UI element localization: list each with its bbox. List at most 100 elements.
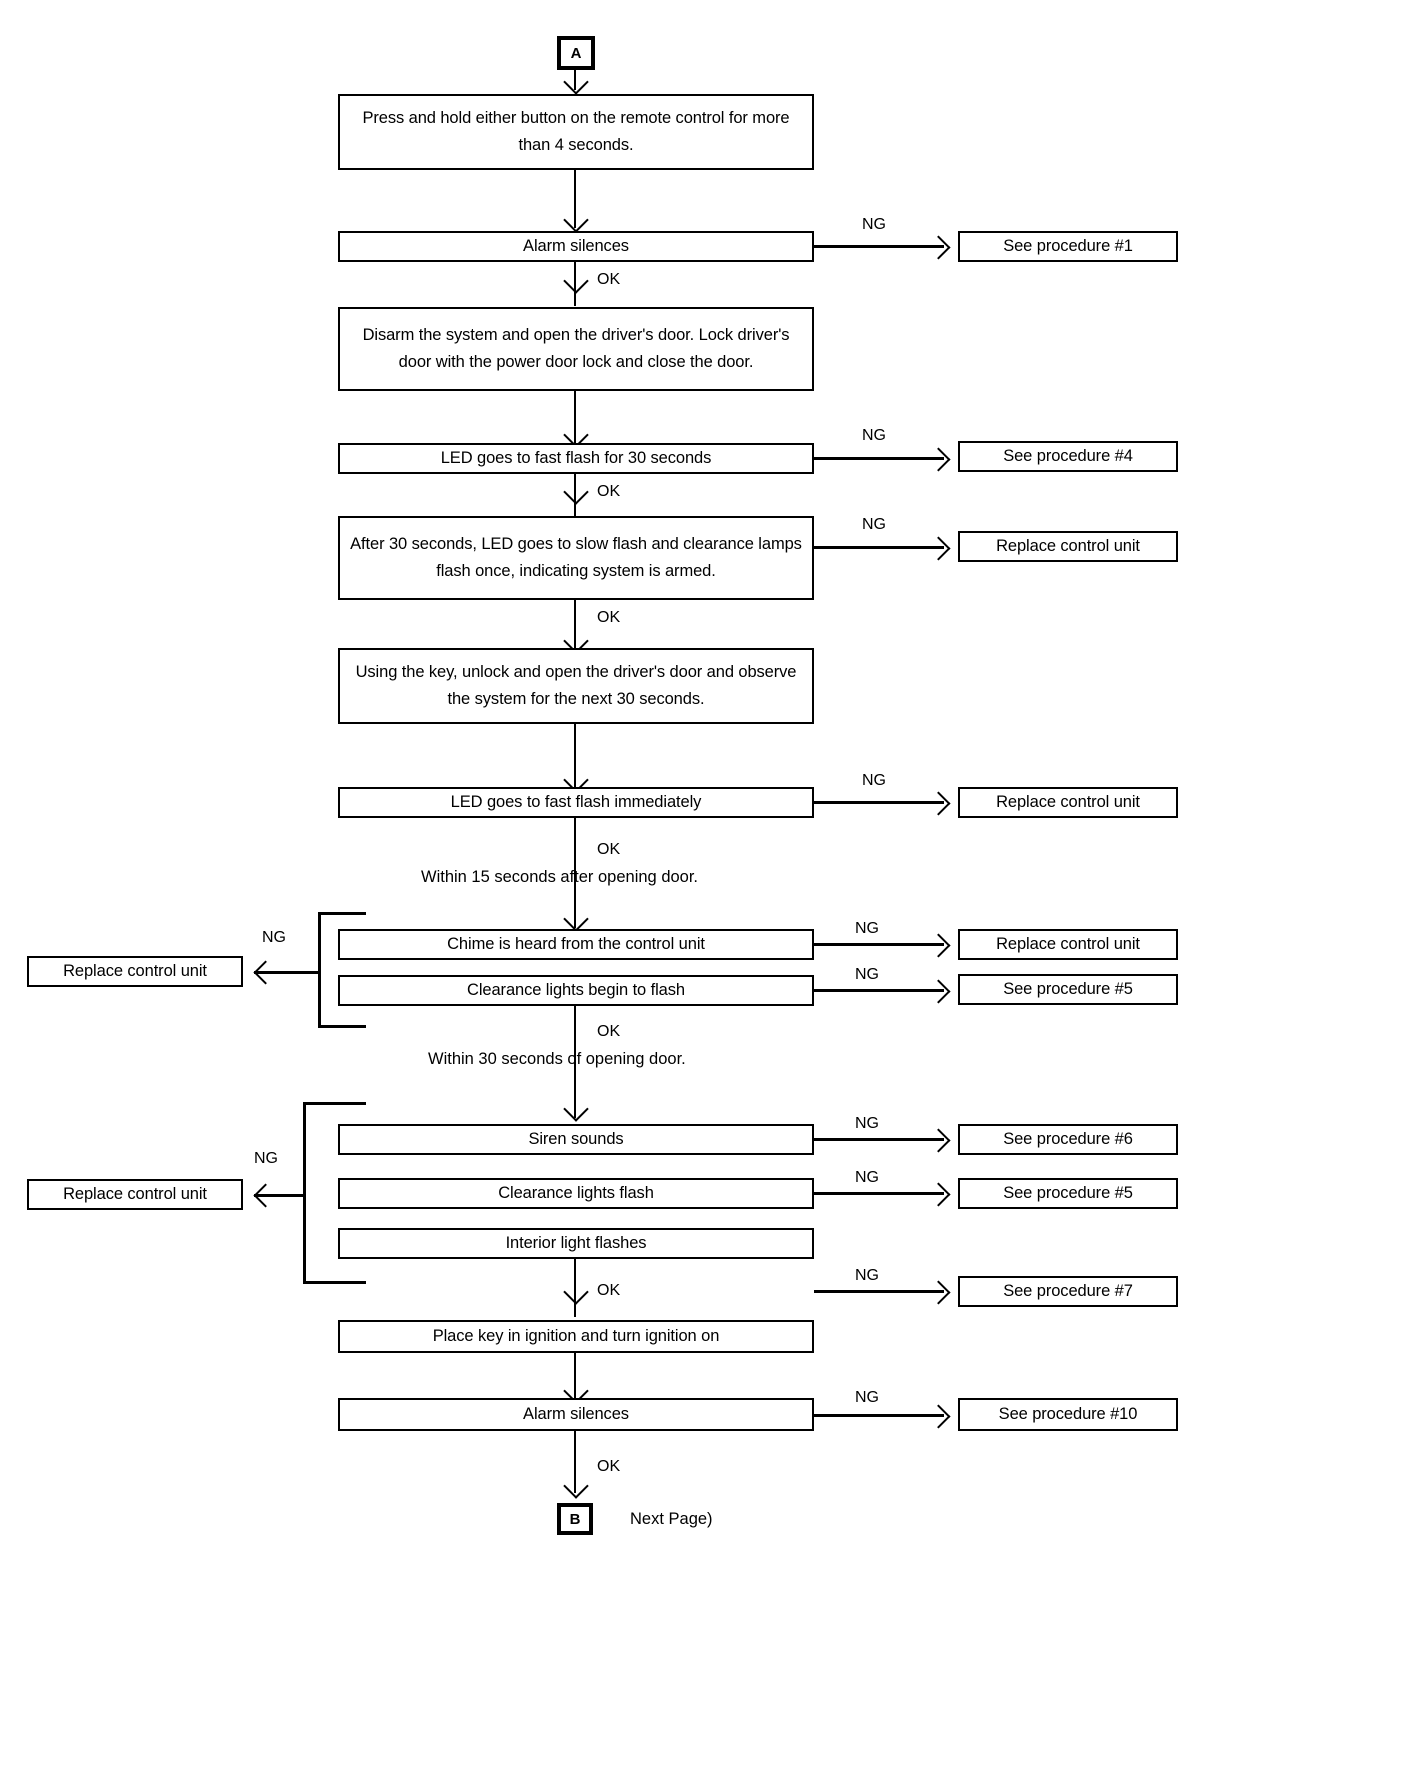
test-alarm-silences-2-label: Alarm silences (523, 1404, 629, 1423)
outcome-replace-control-unit-left-2-label: Replace control unit (63, 1184, 207, 1203)
outcome-replace-control-unit-2-label: Replace control unit (996, 792, 1140, 811)
edge-label-ng: NG (855, 966, 879, 983)
outcome-replace-control-unit-chime-label: Replace control unit (996, 934, 1140, 953)
edge-ledimmediate-ok (574, 818, 576, 928)
test-led-fast-flash-immediately-label: LED goes to fast flash immediately (450, 792, 702, 811)
arrowhead-right (926, 1404, 951, 1429)
arrowhead-down (563, 1279, 589, 1305)
edge-siren-ng (814, 1138, 944, 1141)
edge-label-ng: NG (855, 1389, 879, 1406)
arrowhead-right (926, 447, 951, 472)
outcome-procedure-6-label: See procedure #6 (1003, 1129, 1133, 1148)
edge-chime-ng (814, 943, 944, 946)
connector-a-label: A (570, 44, 582, 62)
edge-clearanceflash-ng (814, 1192, 944, 1195)
edge-label-ok: OK (597, 841, 621, 858)
edge-label-ng: NG (855, 1115, 879, 1132)
step-using-key-label: Using the key, unlock and open the drive… (355, 663, 797, 708)
test-led-fast-flash-immediately: LED goes to fast flash immediately (338, 787, 814, 818)
edge-after30-ng (814, 546, 944, 549)
outcome-procedure-1: See procedure #1 (958, 231, 1178, 262)
test-siren-sounds-label: Siren sounds (528, 1129, 624, 1148)
arrowhead-left (253, 960, 278, 985)
arrowhead-left (253, 1183, 278, 1208)
edge-step1-to-alarm1 (574, 170, 576, 228)
outcome-procedure-7-label: See procedure #7 (1003, 1281, 1133, 1300)
outcome-procedure-5-a: See procedure #5 (958, 974, 1178, 1005)
arrowhead-down (563, 1096, 589, 1122)
outcome-replace-control-unit-chime: Replace control unit (958, 929, 1178, 960)
arrowhead-down (563, 479, 589, 505)
edge-alarm2-ng (814, 1414, 944, 1417)
connector-b: B (557, 1503, 593, 1535)
outcome-procedure-4-label: See procedure #4 (1003, 446, 1133, 465)
edge-usingkey-to-ledimmediate (574, 724, 576, 788)
arrowhead-down (563, 1473, 589, 1499)
note-within-15-seconds: Within 15 seconds after opening door. (421, 868, 699, 886)
step-press-hold-label: Press and hold either button on the remo… (362, 109, 790, 154)
edge-label-ok: OK (597, 1282, 621, 1299)
step-disarm-system: Disarm the system and open the driver's … (338, 307, 814, 391)
group-bracket-siren-clearance-interior (303, 1102, 366, 1284)
outcome-procedure-4: See procedure #4 (958, 441, 1178, 472)
test-chime-heard-label: Chime is heard from the control unit (447, 934, 705, 953)
outcome-procedure-5-b-label: See procedure #5 (1003, 1183, 1133, 1202)
edge-alarm1-ok (574, 262, 576, 306)
test-interior-light-flashes: Interior light flashes (338, 1228, 814, 1259)
edge-label-ok: OK (597, 1023, 621, 1040)
outcome-procedure-5-a-label: See procedure #5 (1003, 979, 1133, 998)
edge-label-ng: NG (262, 929, 286, 946)
test-interior-light-flashes-label: Interior light flashes (505, 1233, 647, 1252)
arrowhead-down (563, 207, 589, 233)
test-after-30-seconds: After 30 seconds, LED goes to slow flash… (338, 516, 814, 600)
edge-group2-ng (254, 1194, 305, 1197)
step-place-key-ignition: Place key in ignition and turn ignition … (338, 1320, 814, 1353)
edge-interior-ng (814, 1290, 944, 1293)
outcome-replace-control-unit-left-1: Replace control unit (27, 956, 243, 987)
test-clearance-lights-flash-label: Clearance lights flash (498, 1183, 654, 1202)
edge-label-ng: NG (862, 427, 886, 444)
edge-alarm1-ng (814, 245, 944, 248)
outcome-replace-control-unit-left-2: Replace control unit (27, 1179, 243, 1210)
test-chime-heard: Chime is heard from the control unit (338, 929, 814, 960)
outcome-procedure-6: See procedure #6 (958, 1124, 1178, 1155)
arrowhead-right (926, 536, 951, 561)
test-led-fast-flash-30-label: LED goes to fast flash for 30 seconds (440, 448, 712, 467)
arrowhead-right (926, 791, 951, 816)
arrowhead-right (926, 1182, 951, 1207)
note-within-30-seconds: Within 30 seconds of opening door. (428, 1050, 686, 1068)
next-page-note: Next Page) (630, 1510, 713, 1528)
edge-ledfast30-ok (574, 474, 576, 516)
test-alarm-silences-2: Alarm silences (338, 1398, 814, 1431)
edge-ledfast30-ng (814, 457, 944, 460)
edge-disarm-to-ledfast30 (574, 391, 576, 443)
test-clearance-lights-begin: Clearance lights begin to flash (338, 975, 814, 1006)
test-clearance-lights-flash: Clearance lights flash (338, 1178, 814, 1209)
connector-a: A (557, 36, 595, 70)
edge-placekey-to-alarm2 (574, 1353, 576, 1399)
edge-label-ng: NG (254, 1150, 278, 1167)
outcome-procedure-1-label: See procedure #1 (1003, 236, 1133, 255)
connector-b-label: B (569, 1510, 581, 1528)
test-alarm-silences-1-label: Alarm silences (523, 236, 629, 255)
test-alarm-silences-1: Alarm silences (338, 231, 814, 262)
outcome-replace-control-unit-2: Replace control unit (958, 787, 1178, 818)
edge-label-ng: NG (862, 516, 886, 533)
outcome-procedure-10: See procedure #10 (958, 1398, 1178, 1431)
edge-a-to-step1 (574, 70, 576, 90)
edge-after30-ok (574, 600, 576, 648)
edge-label-ok: OK (597, 1458, 621, 1475)
arrowhead-right (926, 1128, 951, 1153)
arrowhead-down (563, 906, 589, 932)
edge-label-ng: NG (855, 920, 879, 937)
step-place-key-ignition-label: Place key in ignition and turn ignition … (432, 1326, 720, 1345)
test-siren-sounds: Siren sounds (338, 1124, 814, 1155)
edge-ledimmediate-ng (814, 801, 944, 804)
outcome-replace-control-unit-left-1-label: Replace control unit (63, 961, 207, 980)
edge-group1-ok (574, 1006, 576, 1118)
arrowhead-right (926, 979, 951, 1004)
test-led-fast-flash-30: LED goes to fast flash for 30 seconds (338, 443, 814, 474)
edge-label-ng: NG (862, 216, 886, 233)
outcome-replace-control-unit-1-label: Replace control unit (996, 536, 1140, 555)
